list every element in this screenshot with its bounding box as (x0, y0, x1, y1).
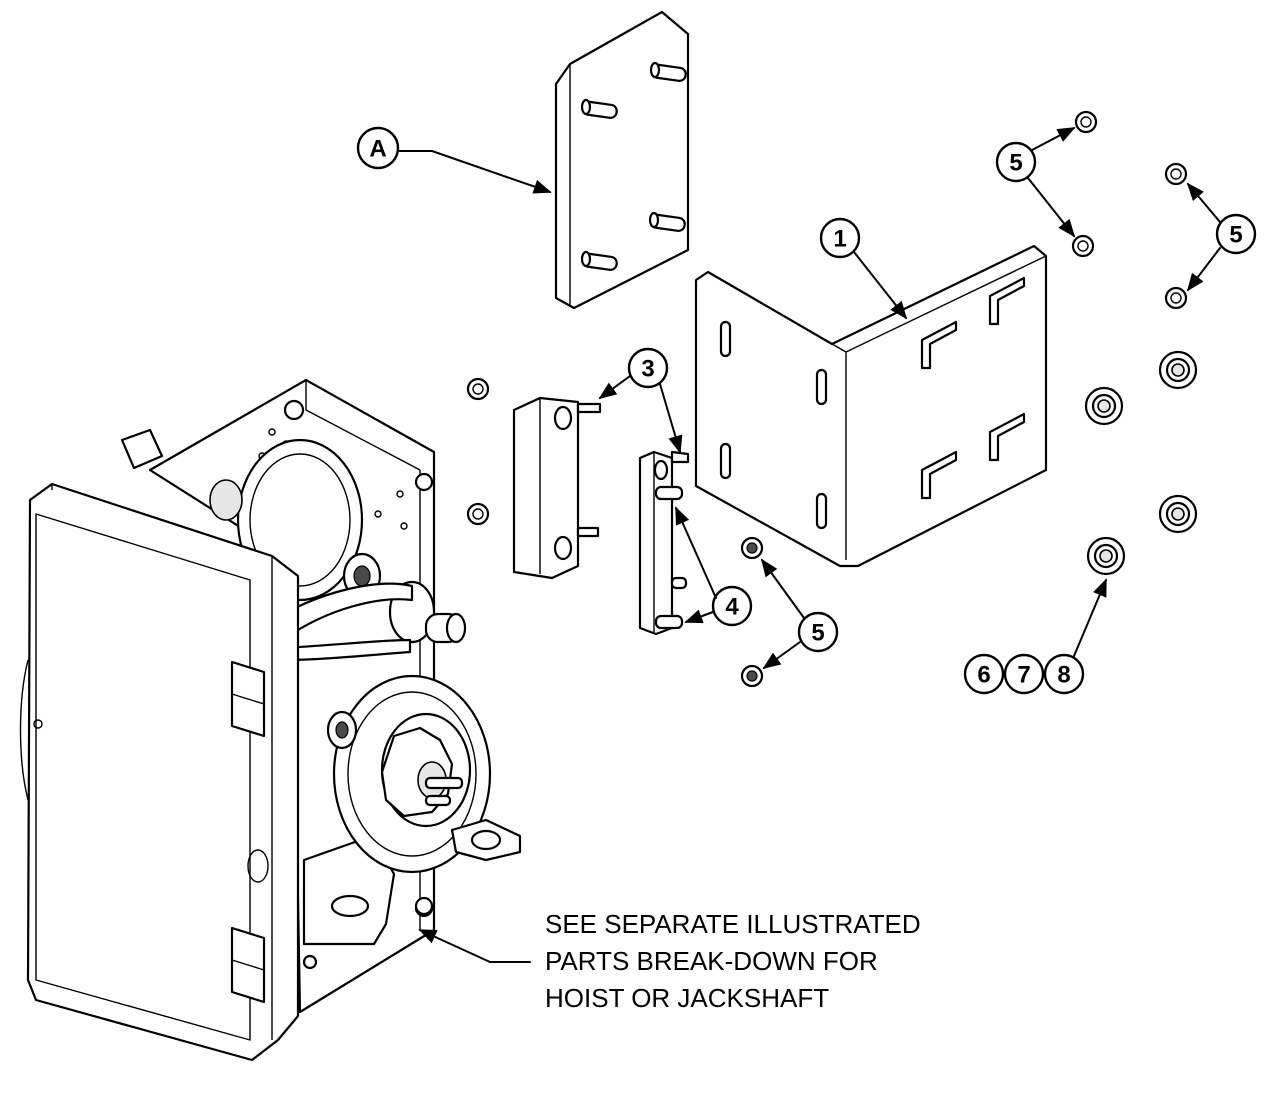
callout-6-label: 6 (977, 662, 990, 689)
callout-5-lower: 5 (760, 558, 839, 670)
callout-1-label: 1 (833, 226, 846, 253)
channel-bracket-right (638, 450, 690, 636)
bracket-slots (719, 276, 1026, 530)
callout-4: 4 (675, 506, 753, 627)
callout-1: 1 (819, 217, 908, 320)
angle-bracket (694, 244, 1048, 568)
note-line-3: HOIST OR JACKSHAFT (545, 983, 829, 1013)
note-line-1: SEE SEPARATE ILLUSTRATED (545, 909, 921, 939)
callout-3: 3 (598, 347, 683, 454)
callout-6-7-8: 6 7 8 (963, 578, 1107, 695)
plate-studs (580, 61, 687, 271)
callout-4-label: 4 (725, 594, 739, 621)
callout-5-upper: 5 (995, 127, 1076, 238)
spacer-plate-a (554, 10, 690, 310)
callout-3-label: 3 (641, 356, 654, 383)
callout-8-label: 8 (1057, 662, 1070, 689)
callout-5-lower-label: 5 (811, 620, 824, 647)
channel-bracket-left (512, 396, 602, 580)
callout-a: A (356, 126, 552, 194)
note-leader (418, 929, 531, 963)
callout-7-label: 7 (1017, 662, 1030, 689)
callout-5-right-label: 5 (1229, 222, 1242, 249)
operator-housing (19, 378, 522, 1062)
note-line-2: PARTS BREAK-DOWN FOR (545, 946, 878, 976)
callout-a-label: A (369, 136, 386, 163)
reference-note: SEE SEPARATE ILLUSTRATED PARTS BREAK-DOW… (545, 909, 921, 1013)
callout-5-upper-label: 5 (1009, 150, 1022, 177)
flange-nuts (466, 110, 1188, 688)
washer-nut-assemblies (1084, 350, 1198, 576)
callout-5-right: 5 (1186, 182, 1257, 292)
